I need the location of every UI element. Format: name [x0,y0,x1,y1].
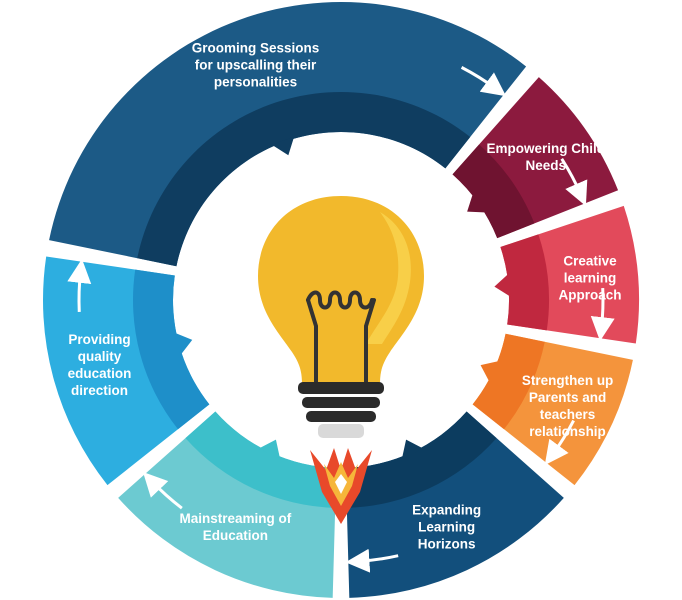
segment-inner-band-2 [500,234,549,331]
segment-pointer-4 [401,439,424,459]
segment-pointer-6 [174,332,193,356]
flow-arrow-icon [590,288,615,342]
segment-pointer-5 [258,439,281,459]
lightbulb-icon [258,196,424,438]
segment-label-3: Strengthen up Parents and teachers relat… [521,372,614,439]
flow-arrow-icon [67,258,92,312]
flow-arrow-icon [544,419,575,466]
segment-inner-band-6 [133,269,210,430]
segment-label-7: Grooming Sessions for upscalling their p… [191,40,320,90]
segment-label-4: Expanding Learning Horizons [412,502,482,552]
flow-arrow-icon [460,66,507,97]
flow-arrow-icon [142,471,183,510]
segment-label-2: Creative learning Approach [558,253,622,303]
segment-inner-band-4 [345,411,497,508]
segment-pointer-7 [271,136,295,156]
segment-pointer-1 [467,193,487,213]
segment-label-1: Empowering Child Needs [486,140,606,173]
rocket-flame-icon [310,448,372,524]
segment-label-6: Providing quality education direction [67,331,132,398]
flow-arrow-icon [560,158,588,207]
segment-inner-band-3 [472,333,545,430]
segment-inner-band-1 [452,144,535,239]
segment-inner-band-5 [185,411,337,508]
segment-inner-band-7 [137,91,471,267]
segment-pointer-2 [494,273,511,298]
segment-label-5: Mainstreaming of Education [179,510,292,543]
flow-arrow-icon [345,548,399,573]
segment-pointer-3 [480,360,500,383]
